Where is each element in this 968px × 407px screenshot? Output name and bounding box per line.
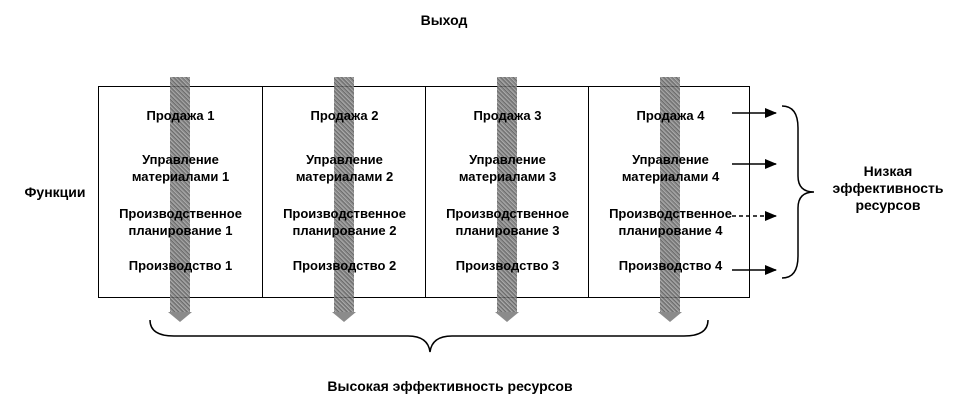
cell-planning-3: Производственное планирование 3 (446, 206, 569, 238)
cell-sales-4: Продажа 4 (636, 108, 705, 123)
cell-materials-2: Управление материалами 2 (295, 152, 394, 184)
column-3: Продажа 3 Управление материалами 3 Произ… (425, 77, 589, 322)
cell-production-4: Производство 4 (618, 258, 723, 273)
cell-planning-4: Производственное планирование 4 (609, 206, 732, 238)
right-label: Низкая эффективность ресурсов (832, 163, 944, 213)
cell-production-1: Производство 1 (128, 258, 233, 273)
output-stream-arrow (495, 77, 519, 322)
cell-sales-2: Продажа 2 (310, 108, 379, 123)
output-stream-arrow (168, 77, 192, 322)
cell-materials-3: Управление материалами 3 (458, 152, 557, 184)
bottom-label: Высокая эффективность ресурсов (327, 378, 573, 394)
column-4: Продажа 4 Управление материалами 4 Произ… (588, 77, 752, 322)
cell-sales-1: Продажа 1 (146, 108, 215, 123)
function-matrix: Продажа 1 Управление материалами 1 Произ… (98, 77, 752, 322)
cell-sales-3: Продажа 3 (473, 108, 542, 123)
cell-materials-1: Управление материалами 1 (131, 152, 230, 184)
cell-production-2: Производство 2 (292, 258, 397, 273)
right-brace (781, 105, 815, 279)
top-label: Выход (420, 12, 468, 28)
cell-planning-2: Производственное планирование 2 (283, 206, 406, 238)
left-label: Функции (24, 184, 86, 200)
cell-planning-1: Производственное планирование 1 (119, 206, 242, 238)
output-stream-arrow (658, 77, 682, 322)
column-1: Продажа 1 Управление материалами 1 Произ… (99, 77, 262, 322)
cell-production-3: Производство 3 (455, 258, 560, 273)
cell-materials-4: Управление материалами 4 (621, 152, 720, 184)
output-stream-arrow (332, 77, 356, 322)
column-2: Продажа 2 Управление материалами 2 Произ… (262, 77, 426, 322)
bottom-brace (149, 319, 709, 353)
